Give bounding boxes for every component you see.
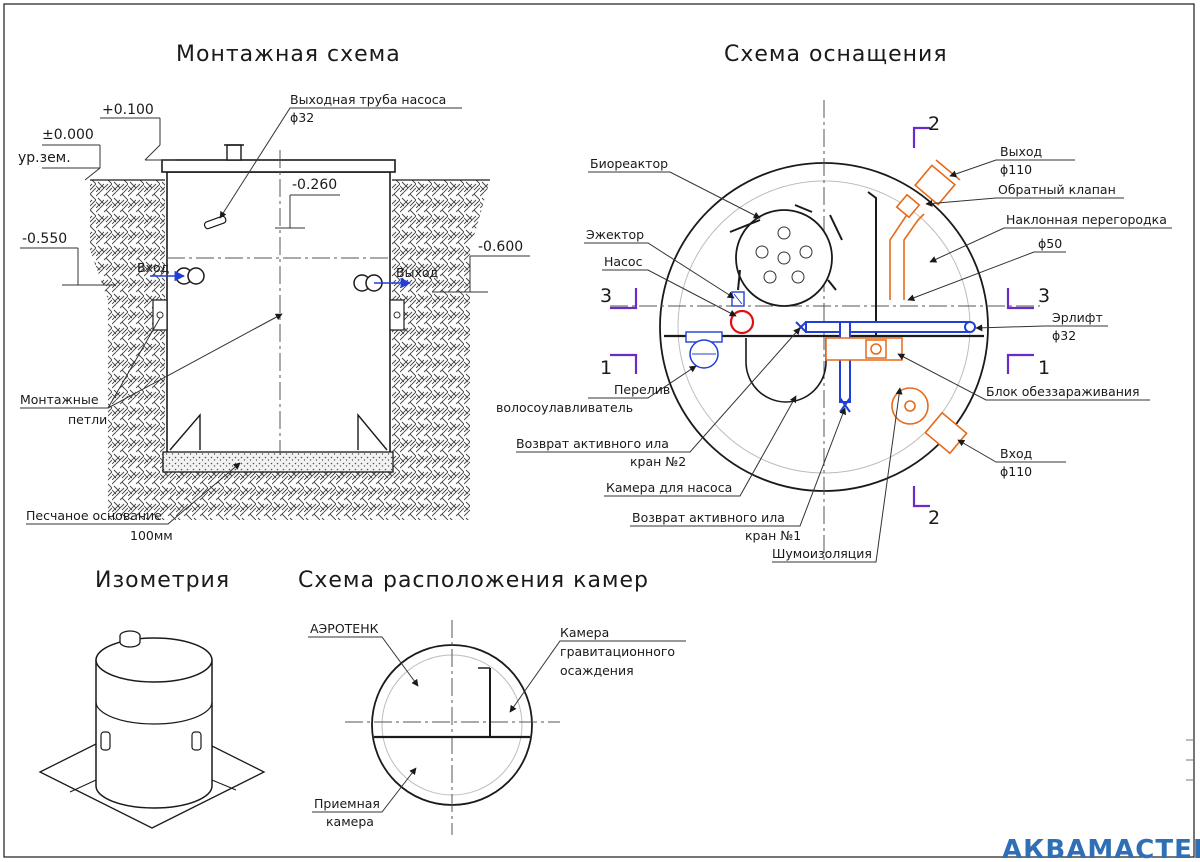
brand-watermark: АКВАМАСТЕР [1002, 835, 1200, 862]
airlift-label-2: ϕ32 [1052, 328, 1076, 343]
sand-base-label-2: 100мм [130, 528, 173, 543]
disinfection-block [825, 337, 903, 361]
title-montage-scheme: Монтажная схема [176, 42, 401, 67]
svg-text:ур.зем.: ур.зем. [18, 150, 71, 166]
svg-text:+0.100: +0.100 [102, 102, 154, 118]
svg-text:-0.600: -0.600 [478, 239, 523, 255]
section-marker-2-bottom: 2 [912, 486, 940, 529]
level-minus-0600: -0.600 [432, 239, 530, 293]
section-marker-1-left: 1 [600, 353, 638, 379]
lifting-loop-right [389, 299, 405, 331]
soil-hatch-bottom [108, 470, 470, 520]
montage-outlet-label: Выход [396, 265, 438, 280]
overflow-label-1: Перелив [614, 382, 670, 397]
level-minus-0260: -0.260 [275, 177, 340, 229]
lifting-loop-left [152, 299, 168, 331]
sand-base-label-1: Песчаное основание [26, 508, 162, 523]
lifting-loops-label-1: Монтажные [20, 392, 99, 407]
svg-text:2: 2 [928, 113, 940, 135]
level-minus-0550: -0.550 [20, 231, 115, 286]
svg-text:1: 1 [600, 357, 612, 379]
pump [729, 309, 755, 335]
sheet-frame [3, 3, 1195, 858]
inclined-partition [867, 191, 877, 336]
section-marker-2-top: 2 [912, 113, 940, 148]
settling-chamber-label-3: осаждения [560, 663, 634, 678]
iso-cylinder [95, 660, 213, 809]
chamber-layout: АЭРОТЕНК Камера гравитационного осаждени… [308, 620, 686, 835]
inlet-label-1: Вход [1000, 446, 1032, 461]
pump-label: Насос [604, 254, 643, 269]
lifting-loops-label-2: петли [68, 412, 107, 427]
inlet-label-2: ϕ110 [1000, 464, 1032, 479]
soil-hatch-right [392, 180, 490, 470]
inclined-partition-label: Наклонная перегородка [1006, 212, 1167, 227]
equipment-scheme: 2 2 3 3 1 1 Биореактор Эжектор Насос [496, 100, 1172, 563]
montage-inlet-label: Вход [137, 260, 169, 275]
section-marker-1-right: 1 [1006, 353, 1050, 379]
receiving-chamber-label-2: камера [326, 814, 374, 829]
svg-text:-0.550: -0.550 [22, 231, 67, 247]
return-valve2-label-2: кран №2 [630, 454, 686, 469]
receiving-chamber-label-1: Приемная [314, 796, 380, 811]
svg-text:3: 3 [600, 285, 612, 307]
outlet-pipe-label: Выходная труба насоса [290, 92, 446, 107]
svg-text:±0.000: ±0.000 [42, 127, 94, 143]
tank-body [166, 171, 391, 456]
ejector-label: Эжектор [586, 227, 644, 242]
check-valve-label: Обратный клапан [998, 182, 1116, 197]
section-marker-3-left: 3 [600, 285, 638, 310]
svg-text:3: 3 [1038, 285, 1050, 307]
outlet-pipe-diameter: ϕ32 [290, 110, 314, 125]
level-zero: ±0.000 ур.зем. [18, 127, 101, 181]
bioreactor [729, 204, 843, 307]
return-valve1-label-2: кран №1 [745, 528, 801, 543]
airlift-line [795, 321, 976, 413]
tank-lid [161, 159, 396, 173]
settling-chamber-label-1: Камера [560, 625, 609, 640]
pump-chamber-label: Камера для насоса [606, 480, 732, 495]
isometry-view [38, 630, 266, 829]
inlet-pipe-orange [891, 387, 968, 455]
disinfection-label: Блок обеззараживания [986, 384, 1140, 399]
return-valve2-label-1: Возврат активного ила [516, 436, 669, 451]
noise-insulation-label: Шумоизоляция [772, 546, 872, 561]
settling-chamber-label-2: гравитационного [560, 644, 675, 659]
overflow-label-2: волосоулавливатель [496, 400, 633, 415]
sand-base [162, 451, 394, 473]
outlet-label-1: Выход [1000, 144, 1042, 159]
section-marker-3-right: 3 [1006, 285, 1050, 310]
title-isometry: Изометрия [95, 568, 230, 593]
aerotank-label: АЭРОТЕНК [310, 621, 379, 636]
outlet-label-2: ϕ110 [1000, 162, 1032, 177]
title-equipment-scheme: Схема оснащения [724, 42, 948, 67]
bioreactor-label: Биореактор [590, 156, 668, 171]
overflow-hair-catcher [685, 331, 723, 369]
iso-lid [95, 637, 213, 683]
level-plus-0100: +0.100 [100, 102, 175, 161]
return-valve1-label-1: Возврат активного ила [632, 510, 785, 525]
pump-outlet-pipe [203, 215, 227, 230]
tank-hatch [226, 144, 242, 161]
svg-text:2: 2 [928, 507, 940, 529]
airlift-label-1: Эрлифт [1052, 310, 1103, 325]
svg-text:1: 1 [1038, 357, 1050, 379]
soil-hatch-left [90, 180, 165, 470]
svg-text:-0.260: -0.260 [292, 177, 337, 193]
title-chamber-layout: Схема расположения камер [298, 568, 649, 593]
d50-label: ϕ50 [1038, 236, 1062, 251]
pump-chamber [745, 338, 827, 403]
montage-scheme: Вход Выход +0.100 ±0.000 ур.зем. -0.260 … [18, 92, 530, 543]
